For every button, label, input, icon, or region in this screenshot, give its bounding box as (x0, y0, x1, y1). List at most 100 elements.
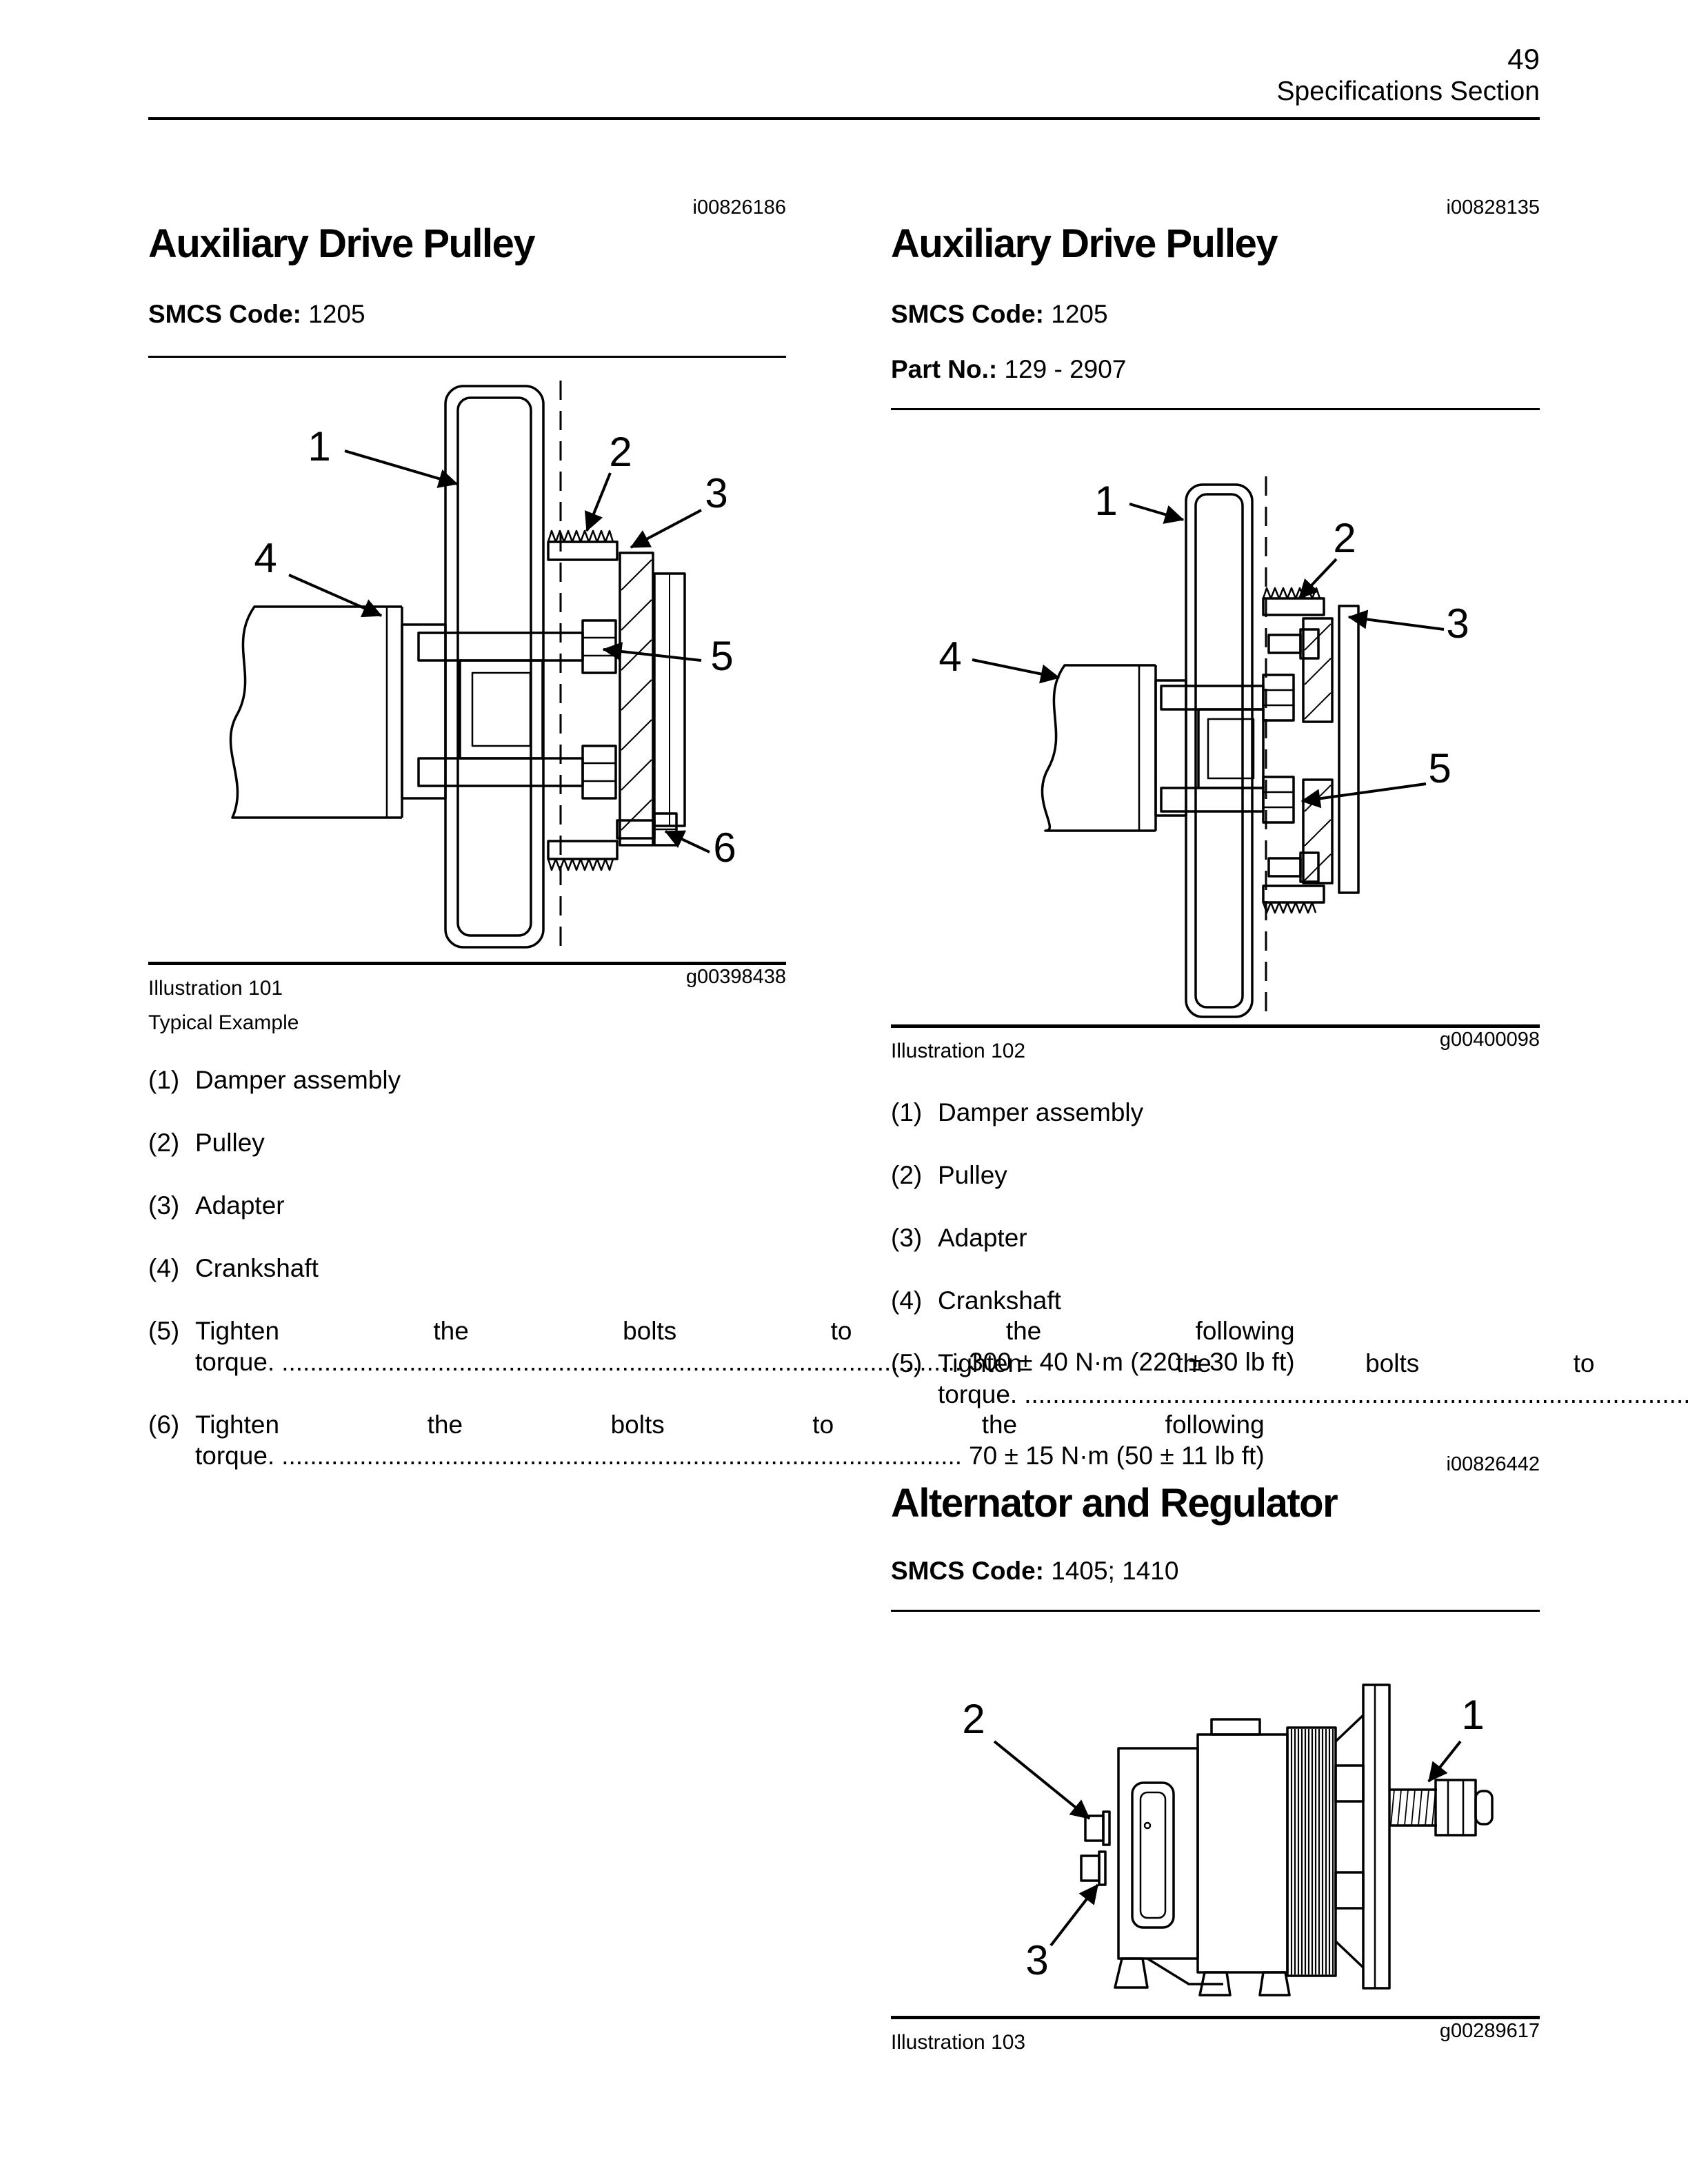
item-text: Tighten the bolts to the following torqu… (195, 1315, 1295, 1377)
divider (891, 408, 1540, 410)
graphic-id: g00400098 (1439, 1029, 1540, 1051)
dot-leader: ........................................… (281, 1348, 963, 1376)
article-title: Alternator and Regulator (891, 1481, 1338, 1526)
item-number: (4) (891, 1286, 923, 1315)
part-number-line: Part No.: 129 - 2907 (891, 354, 1540, 385)
item-text: Adapter (938, 1224, 1027, 1252)
item-text: Tighten the bolts to the following torqu… (938, 1348, 1688, 1410)
article-title: Auxiliary Drive Pulley (891, 221, 1278, 266)
item-number: (3) (891, 1224, 923, 1252)
parts-list: (1) Damper assembly (2) Pulley (3) Adapt… (148, 1064, 1295, 1471)
illustration-caption: Illustration 101 g00398438 (148, 965, 786, 1001)
item-number: (3) (148, 1191, 180, 1220)
item-number: (2) (891, 1161, 923, 1189)
list-item: (4) Crankshaft (891, 1285, 1540, 1316)
callout-1: 1 (1461, 1692, 1484, 1738)
torque-value-line: torque. ................................… (938, 1379, 1688, 1410)
smcs-code-line: SMCS Code: 1405; 1410 (891, 1556, 1540, 1586)
article-id-code: i00826442 (1446, 1453, 1540, 1475)
smcs-label: SMCS Code: (891, 300, 1044, 328)
dot-leader: ........................................… (1024, 1380, 1688, 1408)
item-number: (2) (148, 1129, 180, 1157)
alternator-drawing (1080, 1684, 1494, 1996)
list-item: (1) Damper assembly (891, 1097, 1540, 1128)
smcs-label: SMCS Code: (148, 300, 301, 328)
list-item: (5) Tighten the bolts to the following t… (148, 1315, 1295, 1377)
item-number: (5) (148, 1317, 180, 1345)
item-number: (6) (148, 1410, 180, 1439)
illustration-divider (891, 1024, 1540, 1028)
page-number: 49 (1507, 43, 1540, 75)
callout-3: 3 (1025, 1937, 1048, 1983)
torque-lead: torque. (195, 1442, 275, 1470)
callout-1: 1 (308, 423, 330, 469)
item-number: (5) (891, 1349, 923, 1377)
illustration-label: Illustration 102 (891, 1040, 1026, 1062)
list-item: (3) Adapter (891, 1222, 1540, 1253)
parts-list: (1) Damper assembly (2) Pulley (3) Adapt… (891, 1097, 1688, 1410)
smcs-value: 1205 (308, 300, 365, 328)
callout-4: 4 (254, 535, 277, 581)
article-title: Auxiliary Drive Pulley (148, 221, 536, 266)
torque-instruction: Tighten the bolts to the following (195, 1317, 1295, 1345)
callout-5: 5 (1428, 745, 1451, 791)
item-text: Pulley (195, 1129, 265, 1157)
callout-numbers: 2 3 1 (962, 1692, 1484, 1983)
damper-pulley-drawing (1041, 476, 1360, 1018)
torque-value: 300 ± 40 N·m (220 ± 30 lb ft) (969, 1348, 1295, 1376)
divider (148, 356, 786, 358)
smcs-value: 1205 (1051, 300, 1108, 328)
list-item: (5) Tighten the bolts to the following t… (891, 1348, 1688, 1410)
part-label: Part No.: (891, 355, 998, 383)
list-item: (1) Damper assembly (148, 1064, 786, 1095)
item-text: Pulley (938, 1161, 1007, 1189)
torque-value: 70 ± 15 N·m (50 ± 11 lb ft) (969, 1442, 1265, 1470)
callout-2: 2 (1333, 515, 1356, 561)
callout-numbers: 1 2 3 4 5 (938, 478, 1469, 791)
illustration-caption: Illustration 103 g00289617 (891, 2019, 1540, 2055)
torque-instruction: Tighten the bolts to the following (195, 1410, 1265, 1439)
list-item: (3) Adapter (148, 1190, 786, 1221)
smcs-label: SMCS Code: (891, 1557, 1044, 1585)
damper-pulley-drawing (229, 381, 686, 953)
dot-leader: ........................................… (281, 1442, 963, 1470)
illustration-103-figure: 2 3 1 (962, 1684, 1494, 1996)
item-text: Damper assembly (938, 1098, 1144, 1126)
item-number: (1) (891, 1098, 923, 1126)
callout-4: 4 (938, 634, 961, 680)
divider (891, 1610, 1540, 1612)
list-item: (2) Pulley (891, 1160, 1540, 1191)
part-value: 129 - 2907 (1004, 355, 1127, 383)
item-number: (4) (148, 1254, 180, 1282)
torque-lead: torque. (938, 1380, 1018, 1408)
callout-3: 3 (705, 470, 727, 516)
list-item: (6) Tighten the bolts to the following t… (148, 1409, 1265, 1471)
torque-value-line: torque. ................................… (195, 1346, 1295, 1377)
callout-2: 2 (962, 1696, 985, 1742)
callout-3: 3 (1446, 600, 1469, 647)
item-number: (1) (148, 1066, 180, 1094)
callout-arrows (993, 1740, 1462, 1947)
callout-6: 6 (713, 825, 736, 871)
torque-instruction: Tighten the bolts to the following (938, 1349, 1688, 1377)
illustration-caption: Illustration 102 g00400098 (891, 1028, 1540, 1064)
illustration-note: Typical Example (148, 1011, 299, 1034)
item-text: Damper assembly (195, 1066, 401, 1094)
callout-arrows (972, 503, 1445, 809)
illustration-divider (148, 962, 786, 965)
smcs-value: 1405; 1410 (1051, 1557, 1179, 1585)
item-text: Tighten the bolts to the following torqu… (195, 1409, 1265, 1471)
smcs-code-line: SMCS Code: 1205 (891, 299, 1540, 330)
smcs-code-line: SMCS Code: 1205 (148, 299, 786, 330)
page-header: 49 Specifications Section (148, 43, 1540, 108)
right-column: i00828135 Auxiliary Drive Pulley SMCS Co… (891, 0, 1688, 2055)
graphic-id: g00398438 (685, 966, 786, 988)
list-item: (4) Crankshaft (148, 1253, 786, 1284)
item-text: Crankshaft (938, 1286, 1061, 1315)
callout-numbers: 1 2 3 4 5 6 (254, 423, 736, 871)
header-divider (148, 117, 1540, 120)
item-text: Crankshaft (195, 1254, 319, 1282)
list-item: (2) Pulley (148, 1127, 786, 1158)
callout-1: 1 (1094, 478, 1117, 524)
